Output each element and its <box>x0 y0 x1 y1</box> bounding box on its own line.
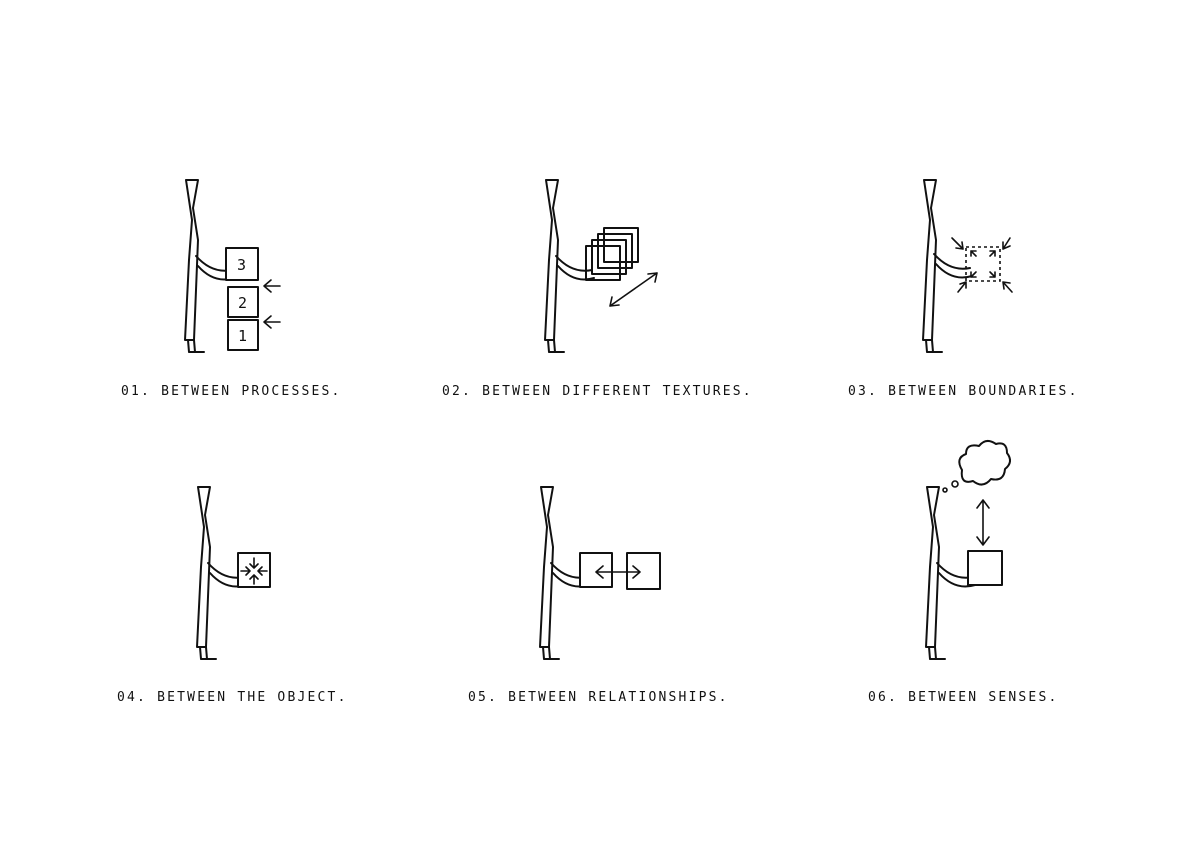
relation-box-right <box>626 552 661 590</box>
arrow-inward-icon <box>951 237 964 250</box>
dashed-boundary-box <box>965 246 1001 282</box>
caption-textures: 02. BETWEEN DIFFERENT TEXTURES. <box>442 384 753 399</box>
panel-processes: 3 2 1 <box>184 179 281 353</box>
arrow-outward-icon <box>970 250 977 257</box>
double-arrow-icon <box>609 272 658 307</box>
caption-boundaries: 03. BETWEEN BOUNDARIES. <box>848 384 1079 399</box>
thought-bubble-dot <box>951 480 959 488</box>
arrow-left-icon <box>263 315 281 329</box>
arrow-right-icon <box>240 566 251 576</box>
panel-relationships <box>539 486 661 660</box>
caption-object: 04. BETWEEN THE OBJECT. <box>117 690 348 705</box>
figure-arm <box>555 255 595 281</box>
stick-figure <box>544 179 565 353</box>
arrow-up-icon <box>249 574 259 585</box>
sense-box <box>967 550 1003 586</box>
arrow-outward-icon <box>970 271 977 278</box>
stick-figure <box>196 486 217 660</box>
arrow-down-icon <box>249 557 259 569</box>
vertical-double-arrow-icon <box>976 499 990 546</box>
panel-textures <box>544 179 658 353</box>
process-box-2 <box>227 286 259 318</box>
arrow-left-icon <box>263 279 281 293</box>
process-number-1: 1 <box>238 327 247 345</box>
panel-boundaries <box>922 179 1013 353</box>
process-box-1 <box>227 319 259 351</box>
caption-relationships: 05. BETWEEN RELATIONSHIPS. <box>468 690 729 705</box>
stick-figure <box>539 486 560 660</box>
process-number-3: 3 <box>237 256 246 274</box>
panel-senses <box>925 440 1011 660</box>
caption-senses: 06. BETWEEN SENSES. <box>868 690 1059 705</box>
arrow-outward-icon <box>989 250 996 257</box>
texture-square <box>591 239 627 275</box>
arrow-inward-icon <box>957 281 967 293</box>
arrow-inward-icon <box>1002 281 1013 293</box>
stick-figure <box>925 486 946 660</box>
texture-square <box>597 233 633 269</box>
relation-box-left <box>579 552 613 588</box>
process-box-3 <box>225 247 259 281</box>
panel-object <box>196 486 271 660</box>
thought-cloud-icon <box>958 440 1011 486</box>
arrow-left-icon <box>257 566 268 576</box>
double-arrow-icon <box>595 565 641 579</box>
thought-bubble-dot <box>942 487 948 493</box>
stick-figure <box>184 179 205 353</box>
caption-processes: 01. BETWEEN PROCESSES. <box>121 384 342 399</box>
process-number-2: 2 <box>238 294 247 312</box>
arrow-outward-icon <box>989 271 996 278</box>
arrow-inward-icon <box>1002 237 1011 250</box>
texture-square <box>585 245 621 281</box>
